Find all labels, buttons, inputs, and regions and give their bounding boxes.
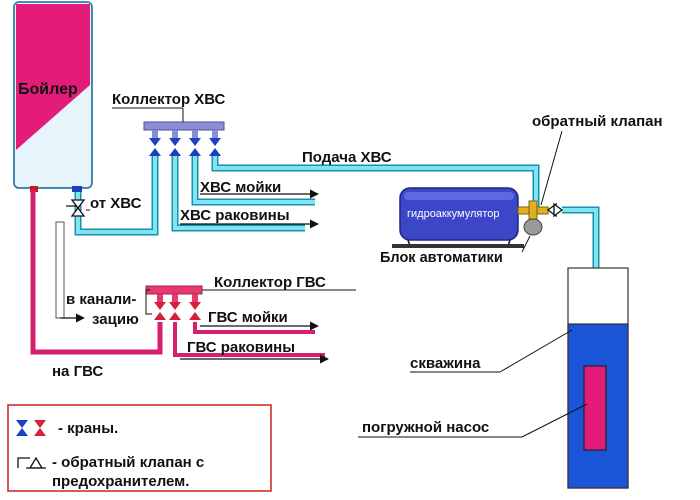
automation-fitting: [517, 200, 549, 236]
cold-collector: [143, 121, 225, 138]
taps-legend-icon: [16, 420, 46, 436]
hot-basin-label: ГВС раковины: [187, 339, 295, 356]
boiler-label: Бойлер: [18, 81, 78, 98]
cold-sink-label: ХВС мойки: [200, 179, 281, 196]
legend: [7, 404, 272, 492]
well: [567, 267, 629, 489]
from-cold-label: от ХВС: [90, 195, 142, 212]
sewer-label-1: в канали-: [66, 291, 136, 308]
cold-collector-taps: [149, 138, 221, 156]
main-check-valve: [546, 202, 564, 218]
pressure-gauge-icon: [523, 218, 543, 236]
well-label: скважина: [410, 355, 481, 372]
accumulator-label: гидроаккумулятор: [407, 208, 500, 220]
cold-collector-label: Коллектор ХВС: [112, 91, 226, 108]
pump-label: погружной насос: [362, 419, 489, 436]
hot-collector-label: Коллектор ГВС: [214, 274, 326, 291]
boiler-check-valve: [66, 199, 86, 217]
boiler: [13, 1, 93, 192]
legend-valve-text-2: предохранителем.: [52, 473, 189, 490]
legend-valve-text-1: - обратный клапан с: [52, 454, 204, 471]
hot-collector-taps: [154, 302, 201, 320]
to-hot-label: на ГВС: [52, 363, 103, 380]
hot-collector: [145, 285, 203, 302]
hot-water-pipes: [30, 190, 325, 357]
check-valve-legend-icon: [17, 456, 46, 469]
legend-taps-text: - краны.: [58, 420, 118, 437]
cold-basin-label: ХВС раковины: [180, 207, 290, 224]
cold-water-pipes: [74, 155, 600, 372]
check-valve-label: обратный клапан: [532, 113, 663, 130]
cold-supply-label: Подача ХВС: [302, 149, 392, 166]
sewer-label-2: зацию: [92, 311, 139, 328]
automation-label: Блок автоматики: [380, 250, 503, 266]
hydro-accumulator: [392, 187, 524, 248]
hot-sink-label: ГВС мойки: [208, 309, 288, 326]
sewer-drain-pipe: [55, 221, 85, 323]
